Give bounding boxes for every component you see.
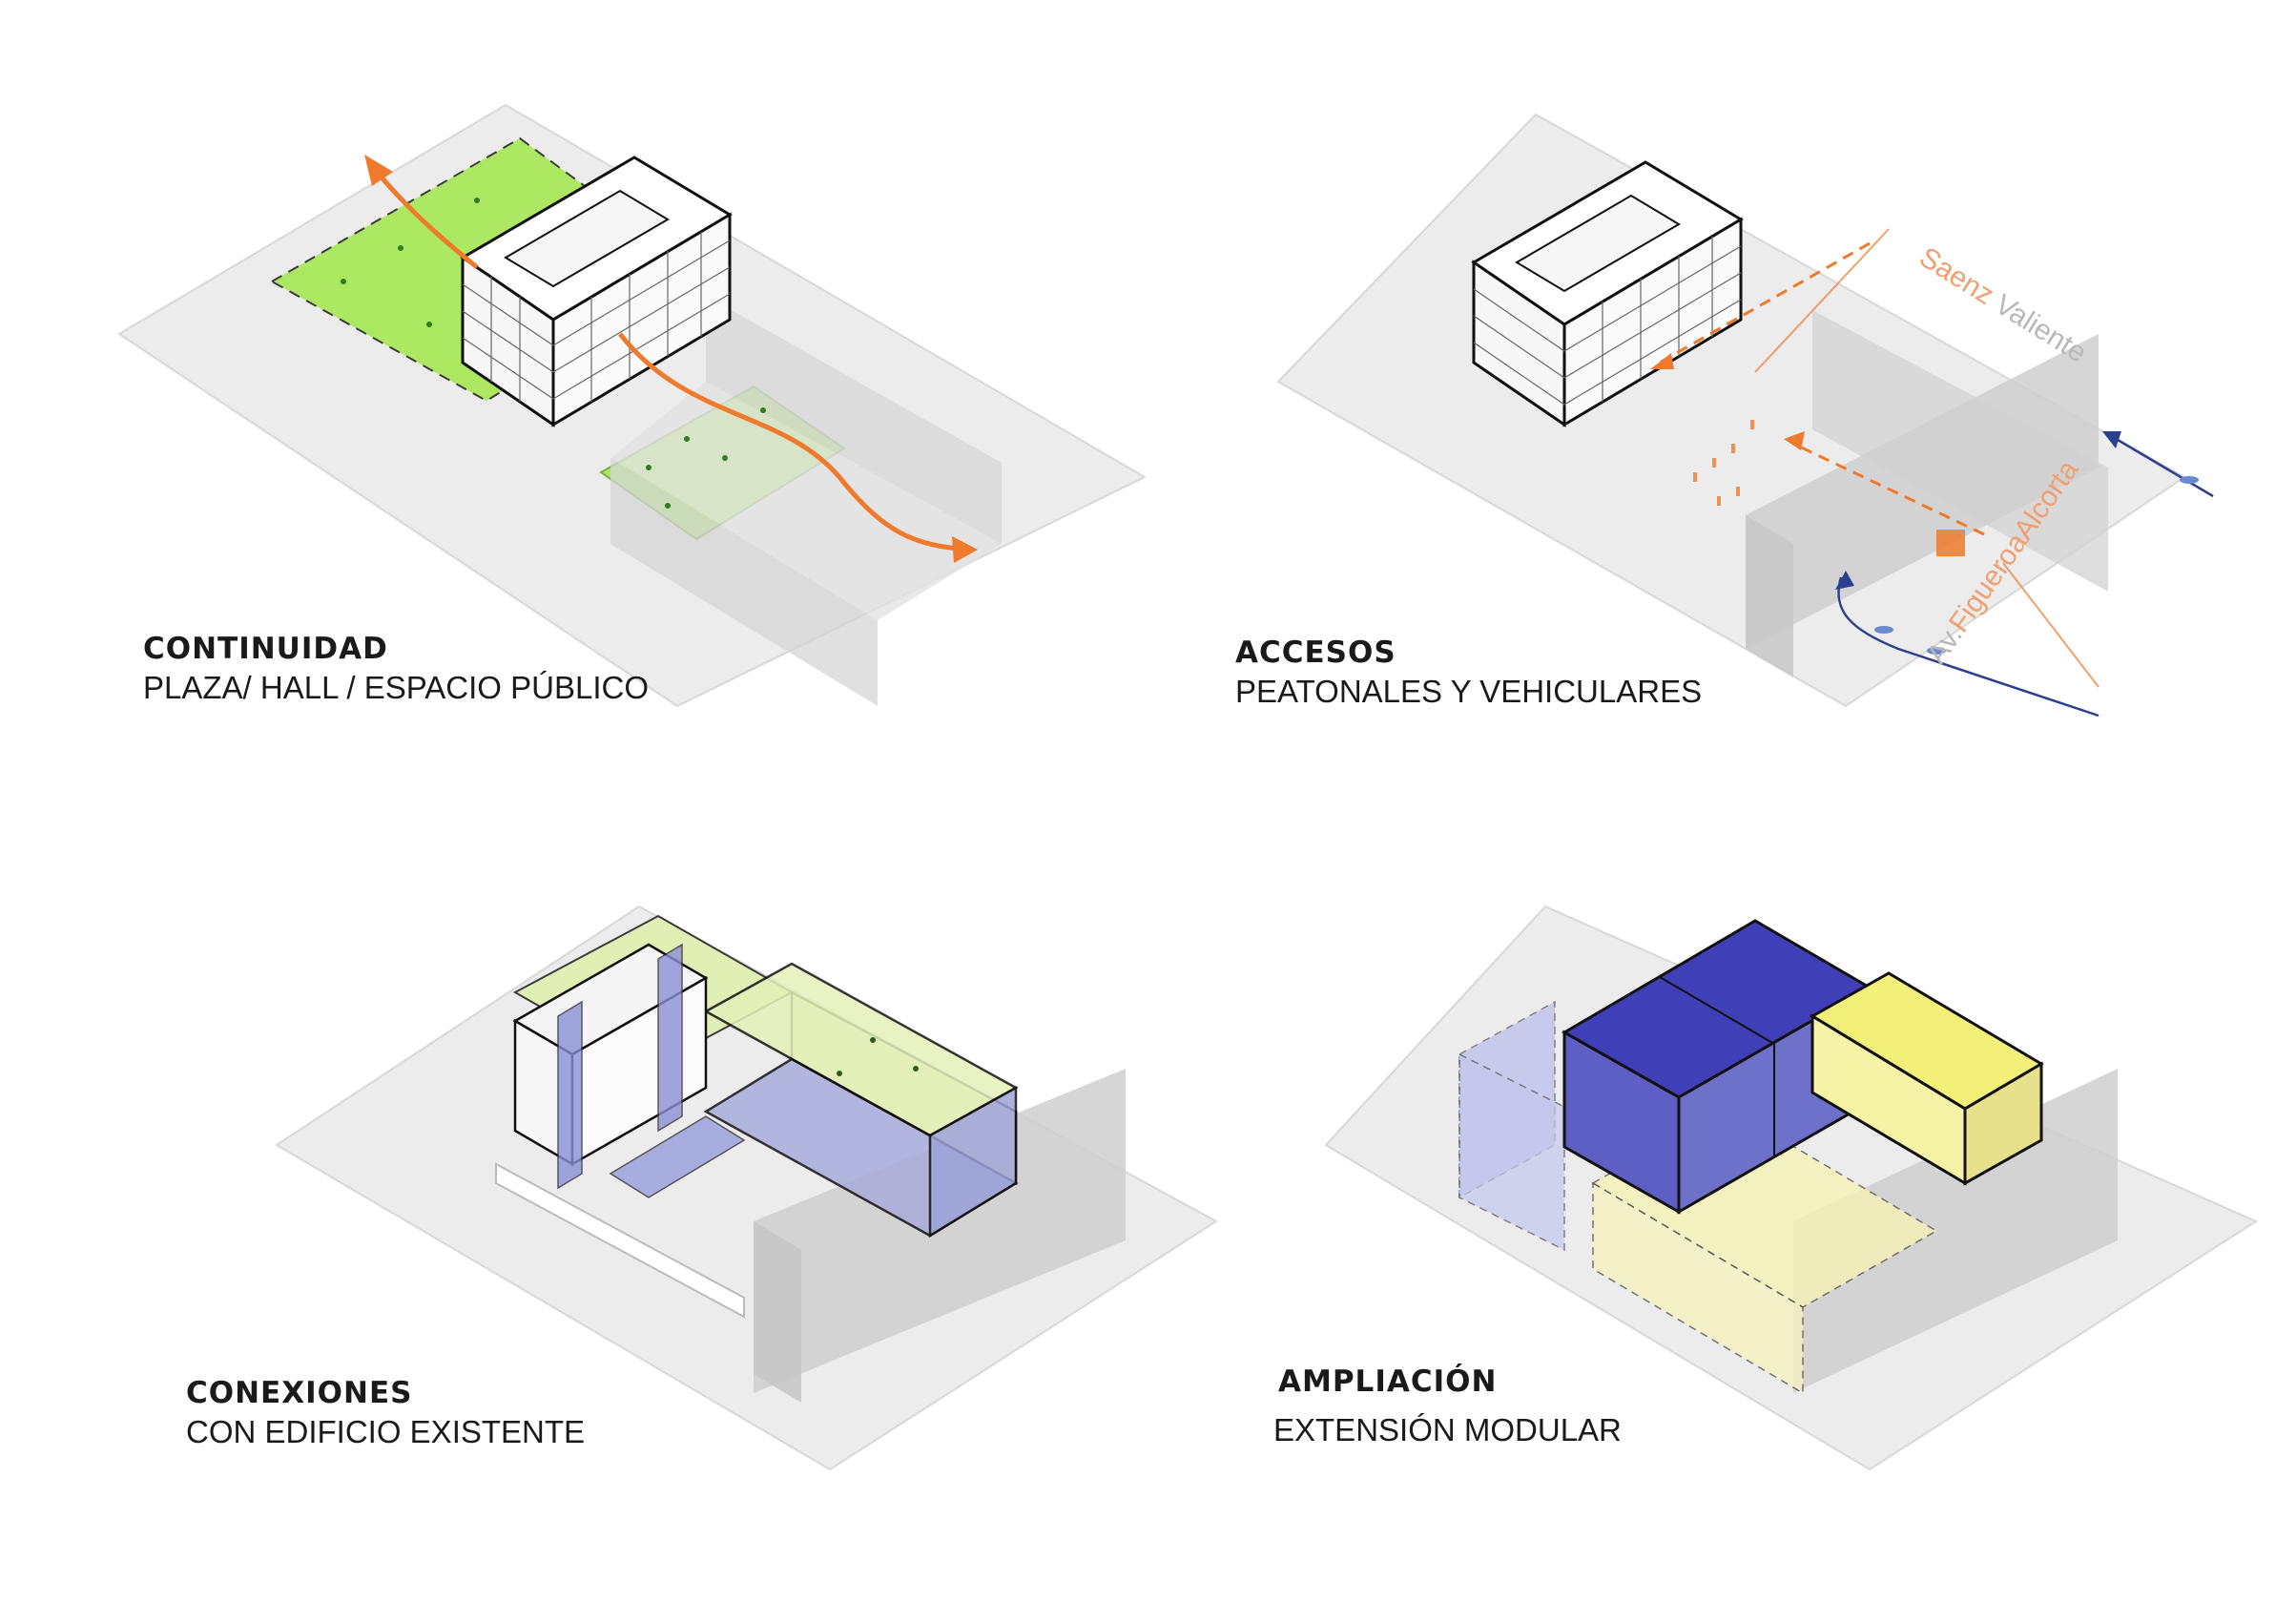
vehicle-lane-right bbox=[2107, 432, 2214, 498]
new-building-grid bbox=[462, 232, 731, 402]
access-door-marker bbox=[1936, 530, 1965, 556]
extension-blue-ghost-front bbox=[1458, 1052, 1565, 1252]
panel-conexiones: CONEXIONES CON EDIFICIO EXISTENTE bbox=[172, 859, 1297, 1584]
existing-building-block bbox=[1746, 515, 1793, 677]
vehicle-marker-3 bbox=[2180, 476, 2199, 484]
access-dots bbox=[1693, 420, 1754, 506]
ampliacion-axonometric bbox=[1324, 905, 2259, 1471]
panel-ampliacion: AMPLIACIÓN EXTENSIÓN MODULAR bbox=[1145, 859, 2270, 1584]
existing-building-front bbox=[1746, 334, 2099, 649]
new-building-roof bbox=[504, 189, 670, 288]
panel-continuidad: CONTINUIDAD PLAZA/ HALL / ESPACIO PÚBLIC… bbox=[114, 95, 1240, 821]
flow-arrow-icon bbox=[375, 170, 479, 269]
circulation-tower-1 bbox=[557, 1000, 583, 1190]
existing-building-side bbox=[610, 458, 878, 706]
pavilion-plinth bbox=[495, 1162, 745, 1319]
extension-yellow-side bbox=[1963, 1061, 2043, 1186]
flow-arrowhead-south bbox=[952, 536, 978, 563]
conexiones-axonometric bbox=[275, 905, 1218, 1471]
flow-arrowhead-north bbox=[364, 155, 393, 186]
access-dashed-line-2 bbox=[1792, 442, 1985, 536]
panel-subtitle: PEATONALES Y VEHICULARES bbox=[1235, 674, 1703, 709]
continuidad-axonometric bbox=[117, 103, 1148, 708]
accesos-axonometric: Saenz Valiente Av.FigueroaAlcorta bbox=[1276, 113, 2214, 718]
panel-title: ACCESOS bbox=[1235, 635, 1396, 670]
existing-building bbox=[706, 296, 1002, 544]
existing-building-side bbox=[754, 1221, 801, 1403]
extension-yellow-ghost-front bbox=[1592, 1181, 1804, 1395]
vehicle-marker-1 bbox=[1874, 626, 1893, 634]
new-building-short-face bbox=[1562, 217, 1743, 427]
access-dashed-line-1 bbox=[1659, 241, 1871, 364]
tree-dots bbox=[341, 198, 766, 509]
existing-building-front bbox=[610, 382, 1002, 620]
panel-title: CONEXIONES bbox=[186, 1376, 413, 1410]
existing-building bbox=[1793, 1069, 2118, 1393]
panel-accesos: Saenz Valiente Av.FigueroaAlcorta ACCESO… bbox=[1145, 95, 2270, 821]
access-arrow-icon bbox=[1650, 353, 1674, 369]
new-building-grid bbox=[1473, 237, 1742, 406]
street-label-saenz-2: Valiente bbox=[1990, 288, 2093, 368]
panel-subtitle: PLAZA/ HALL / ESPACIO PÚBLICO bbox=[143, 670, 650, 705]
panel-subtitle: EXTENSIÓN MODULAR bbox=[1273, 1412, 1622, 1447]
courtyard-pool bbox=[609, 1115, 746, 1198]
panel-subtitle: CON EDIFICIO EXISTENTE bbox=[186, 1414, 586, 1449]
vehicle-arrowhead-left bbox=[1835, 571, 1854, 590]
panel-title: CONTINUIDAD bbox=[143, 632, 388, 666]
street-figueroa-alcorta bbox=[2002, 562, 2099, 688]
connector-block-side bbox=[928, 1085, 1018, 1239]
vehicle-arrowhead-right bbox=[2102, 431, 2121, 448]
new-building-roof bbox=[1515, 194, 1681, 293]
street-label-saenz-1: Saenz bbox=[1913, 241, 2006, 315]
flow-arrow-path-south bbox=[618, 332, 960, 552]
street-saenz-valiente bbox=[1754, 228, 1890, 373]
module-seam bbox=[1659, 976, 1775, 1045]
panel-title: AMPLIACIÓN bbox=[1278, 1364, 1498, 1399]
connector-dots bbox=[837, 1037, 919, 1076]
access-arrowhead-2 bbox=[1784, 431, 1805, 450]
vehicle-marker-2 bbox=[1927, 647, 1946, 655]
circulation-tower-2 bbox=[657, 943, 683, 1133]
